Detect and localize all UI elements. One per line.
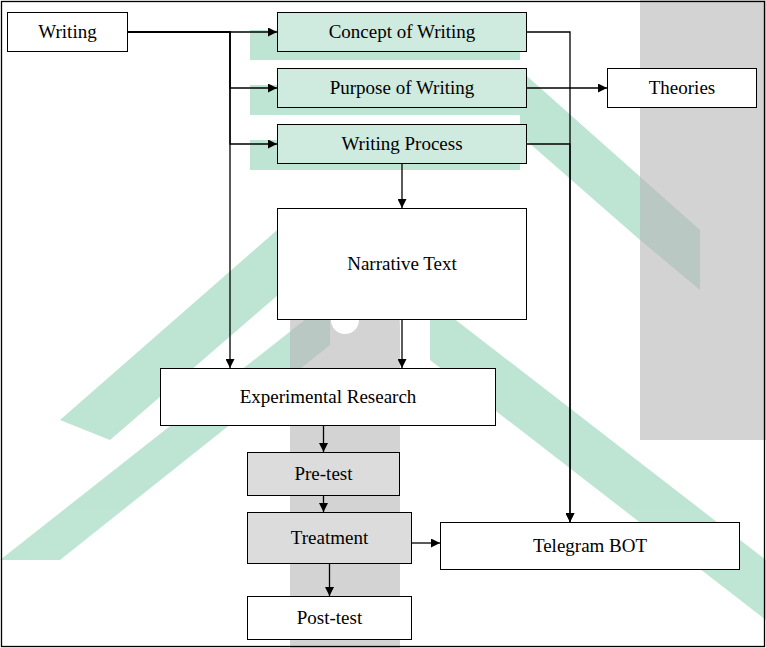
tool-box: Telegram BOT [440,522,740,570]
flow-arrow [329,564,330,596]
process-box: Treatment [247,512,412,564]
topic-box: Purpose of Writing [277,68,527,108]
node-label: Post-test [297,607,362,629]
topic-box: Writing [7,12,128,52]
flow-arrow [401,164,402,208]
flow-arrow [527,87,607,88]
flow-arrow [412,542,440,543]
node-label: Pre-test [294,463,352,485]
flow-arrow [527,144,570,522]
topic-box: Writing Process [277,124,527,164]
flow-arrow [527,32,570,522]
gray-band [640,0,766,440]
process-box: Pre-test [247,452,400,496]
process-box: Experimental Research [160,368,496,426]
node-label: Theories [649,77,715,99]
node-label: Experimental Research [240,386,417,408]
node-label: Concept of Writing [329,21,476,43]
flow-arrow [128,32,277,144]
node-label: Narrative Text [347,253,457,275]
flow-arrow [128,32,230,368]
node-label: Purpose of Writing [330,77,475,99]
flow-arrow [323,426,324,452]
flow-arrow [401,320,402,368]
node-label: Writing [38,21,96,43]
node-label: Treatment [291,527,368,549]
process-box: Post-test [247,596,412,640]
flow-arrow [323,496,324,512]
node-label: Telegram BOT [533,535,647,557]
node-label: Writing Process [341,133,462,155]
topic-box: Theories [607,68,757,108]
topic-box: Narrative Text [277,208,527,320]
topic-box: Concept of Writing [277,12,527,52]
flow-arrow [128,32,277,88]
